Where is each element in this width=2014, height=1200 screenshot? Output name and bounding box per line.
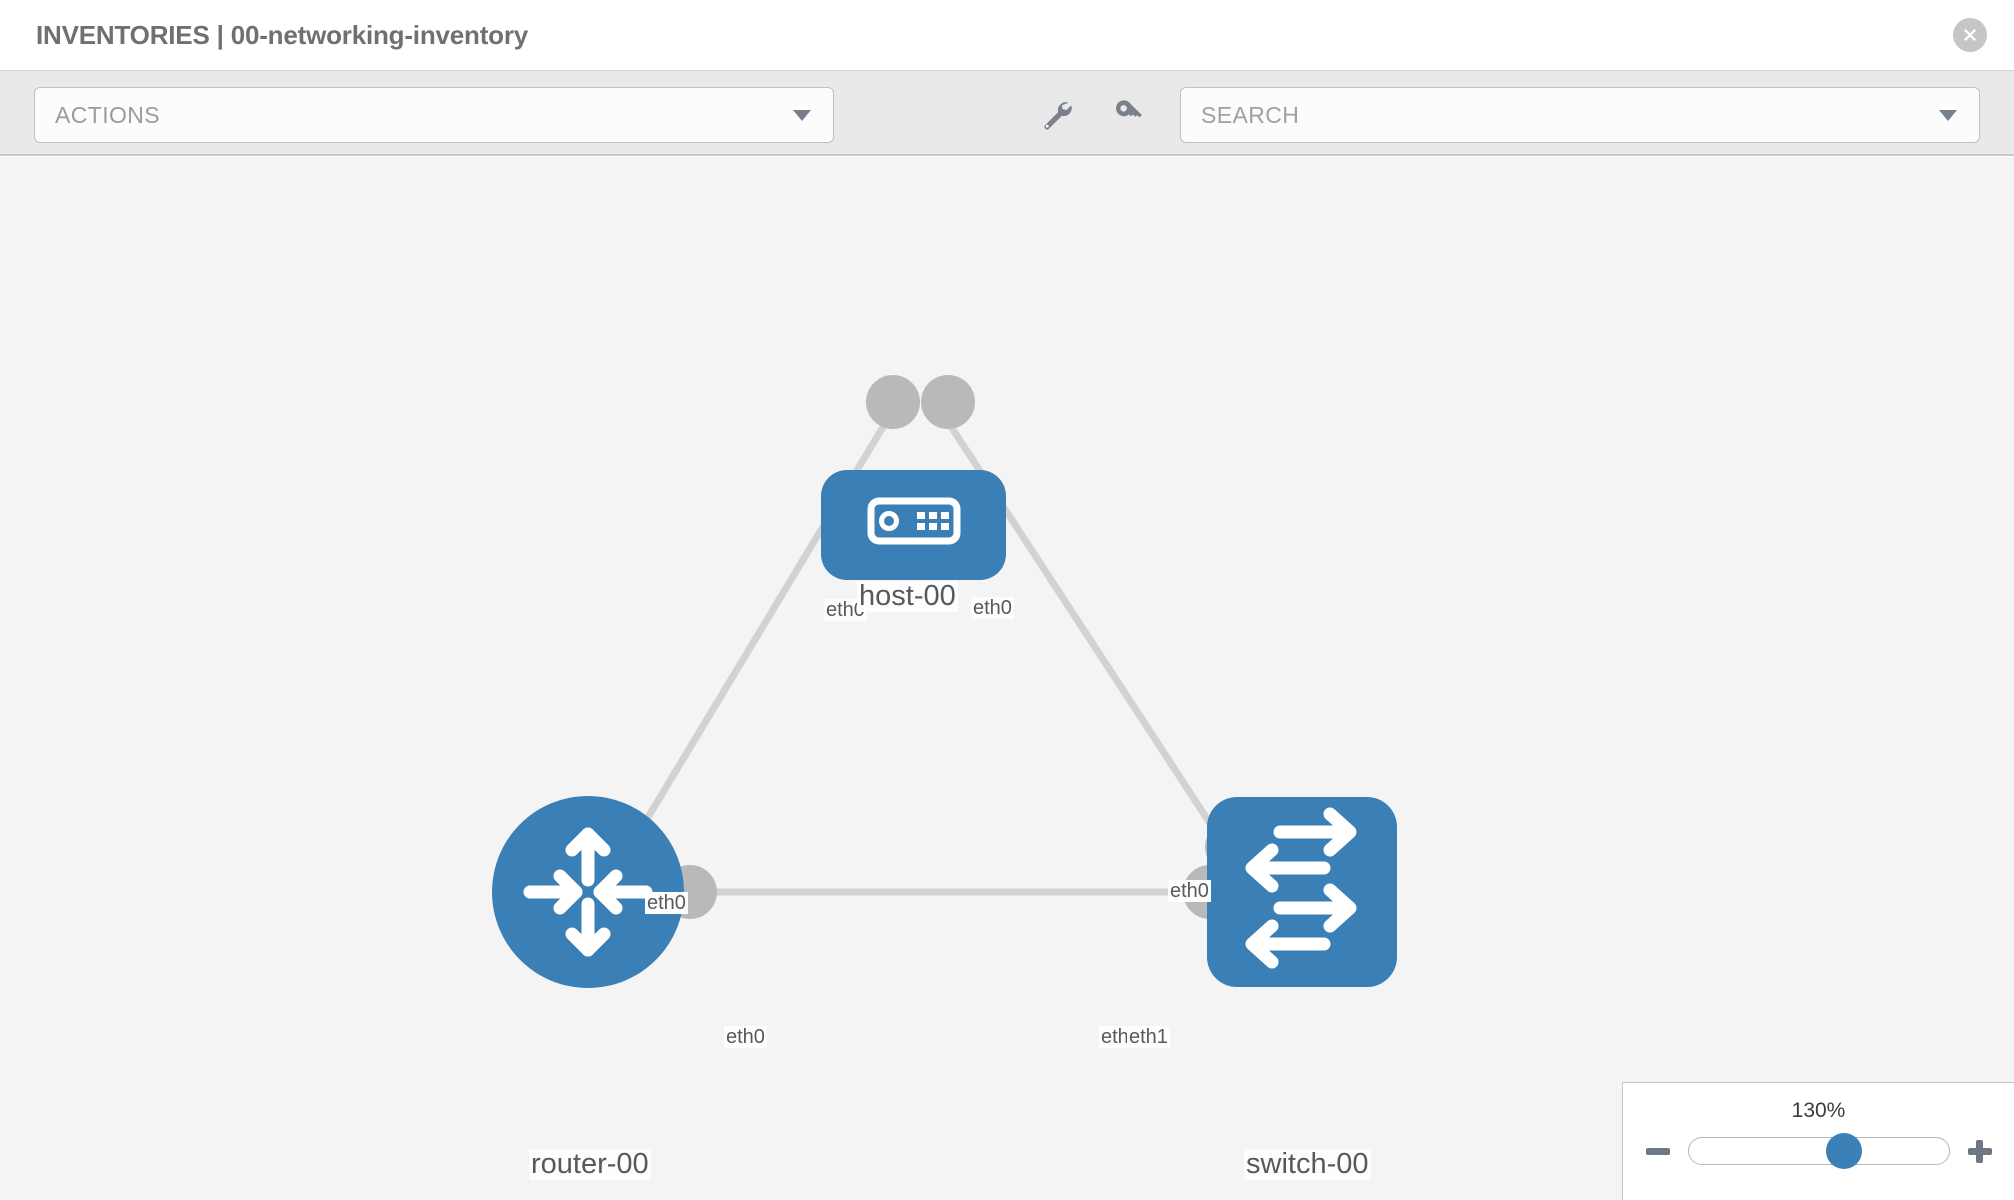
wrench-icon[interactable] (1040, 97, 1074, 136)
interface-label: eth1 (1127, 1026, 1170, 1048)
close-icon[interactable] (1953, 18, 1987, 52)
router-arrows-icon (523, 827, 653, 957)
toolbar: ACTIONS SEARCH (0, 70, 2014, 156)
interface-label: eth0 (724, 1026, 767, 1048)
chevron-down-icon (793, 109, 811, 121)
node-router-00[interactable] (492, 796, 684, 988)
topology-canvas[interactable]: eth0 host-00 eth0 eth0 eth0 eth0 eth0 et… (0, 157, 2014, 1200)
zoom-slider-row (1623, 1131, 2014, 1171)
node-label-switch-00: switch-00 (1244, 1148, 1371, 1180)
interface-label: eth0 (824, 599, 867, 621)
connector-host00-left (866, 375, 920, 429)
zoom-control-panel: 130% (1622, 1082, 2014, 1200)
interface-label: eth0 (645, 892, 688, 914)
connector-host00-right (921, 375, 975, 429)
window-header: INVENTORIES | 00-networking-inventory (0, 0, 2014, 70)
search-input[interactable]: SEARCH (1180, 87, 1980, 143)
search-placeholder: SEARCH (1201, 101, 1300, 128)
node-host-00[interactable] (821, 470, 1006, 580)
topology-graph (492, 375, 1397, 988)
server-icon (867, 497, 961, 545)
page-title: INVENTORIES | 00-networking-inventory (36, 19, 529, 50)
plus-icon[interactable] (1966, 1137, 1994, 1165)
minus-icon[interactable] (1644, 1137, 1672, 1165)
interface-label: eth0 (1168, 880, 1211, 902)
node-label-router-00: router-00 (529, 1148, 651, 1180)
switch-arrows-icon (1245, 807, 1357, 969)
zoom-slider-thumb[interactable] (1826, 1133, 1863, 1169)
node-switch-00[interactable] (1207, 797, 1397, 987)
key-icon[interactable] (1112, 97, 1146, 136)
zoom-percent-label: 130% (1791, 1099, 1846, 1122)
zoom-slider[interactable] (1687, 1133, 1950, 1169)
node-label-host-00: host-00 (857, 580, 958, 612)
toolbar-icon-group (1040, 97, 1146, 136)
actions-dropdown[interactable]: ACTIONS (34, 87, 834, 143)
chevron-down-icon[interactable] (1939, 109, 1957, 121)
actions-dropdown-label: ACTIONS (55, 101, 161, 128)
interface-label: eth0 (971, 597, 1014, 619)
